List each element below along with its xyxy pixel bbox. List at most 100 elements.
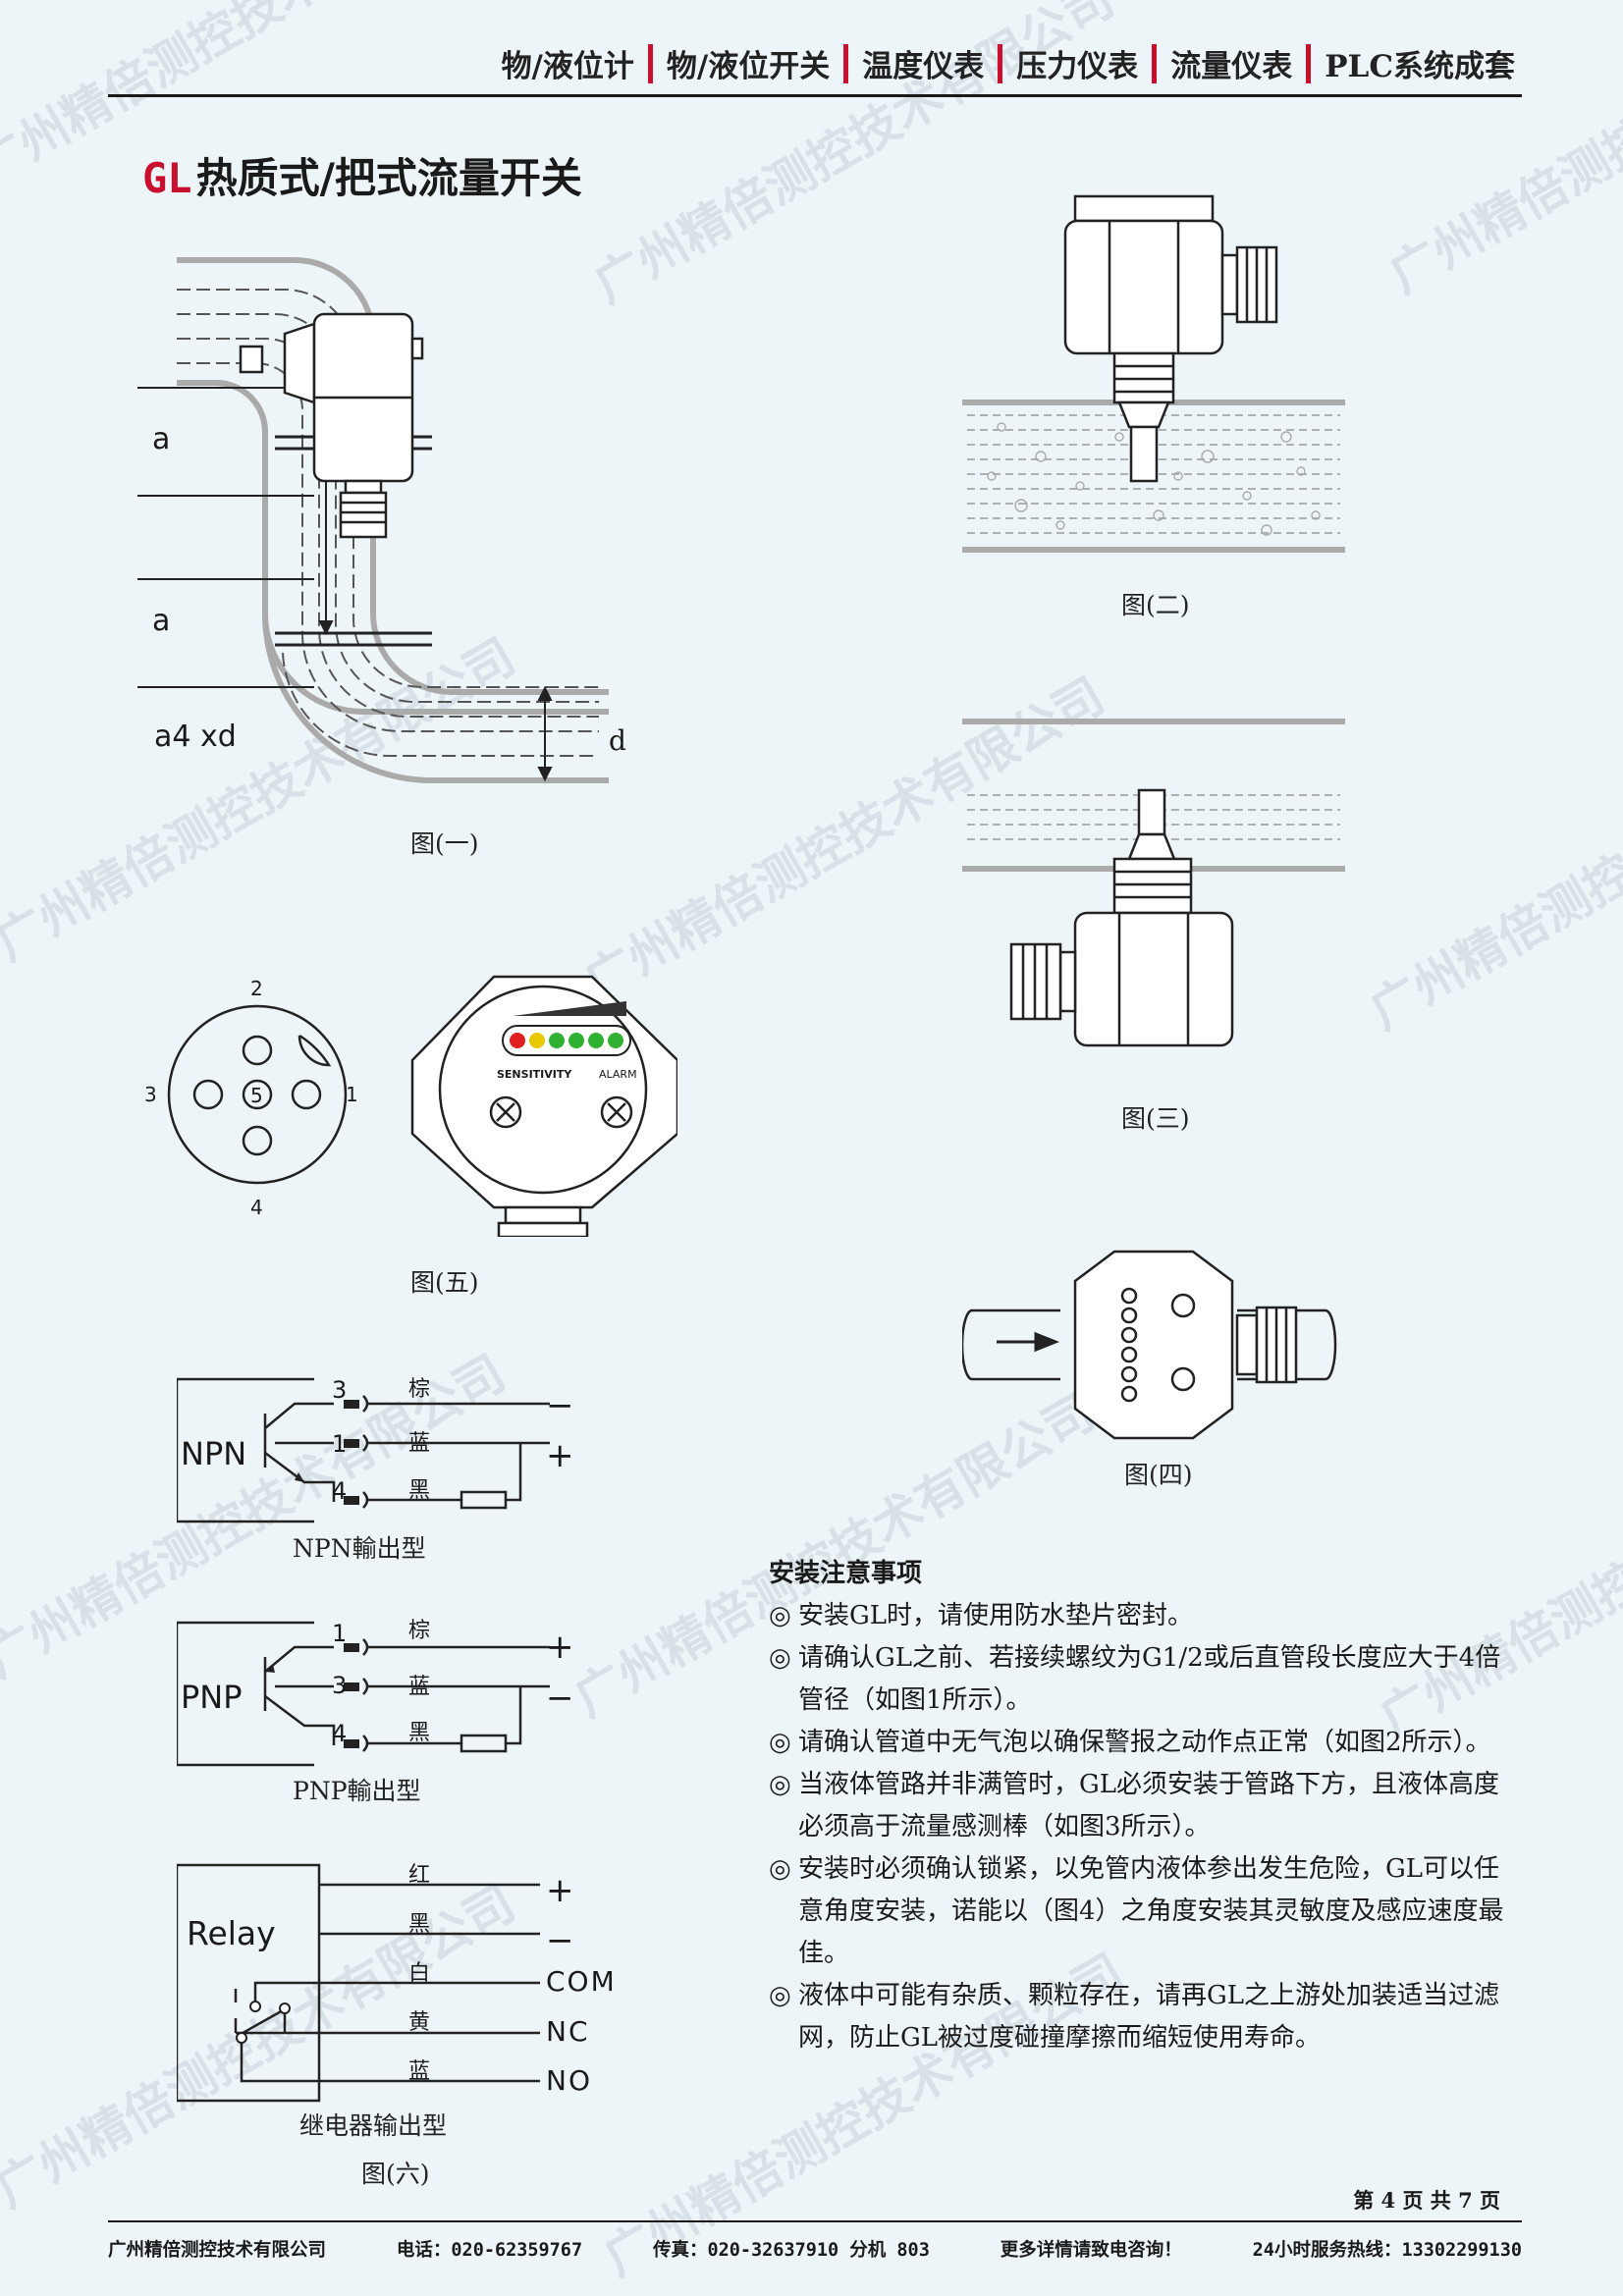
fig1-caption: 图(一): [410, 829, 479, 858]
nav-separator: [998, 43, 1003, 83]
relay-terminal-nc: NC: [546, 2015, 590, 2048]
fig1-label-a-bottom: a: [152, 604, 171, 638]
title-prefix: GL: [142, 154, 192, 202]
npn-pin-4: 4: [332, 1477, 348, 1505]
note-item: ◎安装GL时，请使用防水垫片密封。: [769, 1595, 1515, 1637]
note-item: ◎当液体管路并非满管时，GL必须安装于管路下方，且液体高度必须高于流量感测棒（如…: [769, 1764, 1515, 1848]
pnp-pin-3: 3: [332, 1672, 348, 1699]
footer-consult: 更多详情请致电咨询！: [1000, 2240, 1182, 2261]
relay-terminal-plus: +: [546, 1871, 574, 1910]
fig4-caption: 图(四): [1124, 1461, 1193, 1489]
npn-pin-3: 3: [332, 1376, 348, 1404]
relay-wire-black: 黑: [408, 1912, 431, 1937]
pnp-wire-black: 黑: [408, 1721, 431, 1745]
npn-wire-blue: 蓝: [408, 1431, 431, 1456]
relay-wire-white: 白: [408, 1961, 431, 1986]
page-number: 第 4 页 共 7 页: [1353, 2188, 1500, 2213]
relay-wiring-diagram: [177, 1863, 540, 2103]
footer-fax: 传真：020-32637910 分机 803: [652, 2240, 930, 2261]
pnp-wire-brown: 棕: [408, 1619, 431, 1643]
footer-phone: 电话：020-62359767: [396, 2240, 583, 2261]
panel-alarm-label: ALARM: [599, 1068, 637, 1081]
panel-sensitivity-label: SENSITIVITY: [497, 1068, 572, 1081]
pnp-minus: −: [546, 1679, 574, 1718]
pnp-pin-4: 4: [332, 1720, 348, 1747]
pin-label-5: 5: [250, 1084, 263, 1107]
nav-item-flow: 流量仪表: [1170, 49, 1293, 84]
fig6-caption: 图(六): [361, 2160, 430, 2188]
pnp-plus: +: [546, 1628, 574, 1667]
note-text: 当液体管路并非满管时，GL必须安装于管路下方，且液体高度必须高于流量感测棒（如图…: [798, 1770, 1500, 1842]
relay-terminal-minus: −: [546, 1921, 574, 1960]
nav-separator: [647, 43, 653, 83]
npn-pin-1: 1: [332, 1430, 348, 1458]
fig1-label-a-top: a: [152, 422, 171, 456]
figure-4-diagram: [962, 1250, 1337, 1440]
installation-notes: 安装注意事项 ◎安装GL时，请使用防水垫片密封。 ◎请确认GL之前、若接续螺纹为…: [769, 1553, 1515, 2059]
relay-wire-blue: 蓝: [408, 2059, 431, 2084]
note-item: ◎请确认GL之前、若接续螺纹为G1/2或后直管段长度应大于4倍管径（如图1所示）…: [769, 1637, 1515, 1722]
note-text: 安装时必须确认锁紧，以免管内液体参出发生危险，GL可以任意角度安装，诺能以（图4…: [798, 1854, 1504, 1968]
page-title: GL热质式/把式流量开关: [142, 145, 582, 205]
footer-hotline: 24小时服务热线：13302299130: [1252, 2240, 1522, 2261]
footer-rule: [108, 2220, 1522, 2222]
footer: 广州精倍测控技术有限公司 电话：020-62359767 传真：020-3263…: [108, 2236, 1522, 2262]
note-text: 液体中可能有杂质、颗粒存在，请再GL之上游处加装适当过滤网，防止GL被过度碰撞摩…: [798, 1981, 1500, 2053]
fig1-label-formula: a4 xd: [154, 720, 237, 754]
nav-item-level-switch: 物/液位开关: [666, 49, 831, 84]
note-item: ◎请确认管道中无气泡以确保警报之动作点正常（如图2所示）。: [769, 1722, 1515, 1764]
figure-1-diagram: [137, 257, 609, 783]
pin-label-4: 4: [250, 1196, 263, 1219]
fig1-label-d: d: [609, 724, 626, 757]
relay-wire-yellow: 黄: [408, 2010, 431, 2035]
relay-wire-red: 红: [408, 1863, 431, 1888]
figure-3-diagram: [962, 719, 1345, 1047]
note-item: ◎安装时必须确认锁紧，以免管内液体参出发生危险，GL可以任意角度安装，诺能以（图…: [769, 1848, 1515, 1975]
npn-box-label: NPN: [181, 1435, 247, 1472]
note-item: ◎液体中可能有杂质、颗粒存在，请再GL之上游处加装适当过滤网，防止GL被过度碰撞…: [769, 1975, 1515, 2059]
note-bullet: ◎: [769, 1981, 791, 2010]
pnp-wiring-diagram: [177, 1621, 550, 1767]
nav-separator: [843, 43, 849, 83]
pin-label-2: 2: [250, 977, 263, 1000]
npn-minus: −: [546, 1386, 574, 1425]
header-rule: [108, 94, 1522, 97]
fig3-caption: 图(三): [1121, 1104, 1190, 1133]
nav-separator: [1152, 43, 1158, 83]
pnp-wire-blue: 蓝: [408, 1675, 431, 1699]
fig5-caption: 图(五): [410, 1268, 479, 1297]
relay-terminal-no: NO: [546, 2064, 592, 2097]
note-bullet: ◎: [769, 1643, 791, 1673]
nav-item-temperature: 温度仪表: [862, 49, 985, 84]
header-nav: 物/液位计 物/液位开关 温度仪表 压力仪表 流量仪表 PLC系统成套: [502, 41, 1515, 85]
npn-wire-black: 黑: [408, 1478, 431, 1503]
title-text: 热质式/把式流量开关: [195, 154, 582, 202]
pnp-box-label: PNP: [181, 1679, 243, 1716]
npn-wire-brown: 棕: [408, 1377, 431, 1402]
note-text: 请确认GL之前、若接续螺纹为G1/2或后直管段长度应大于4倍管径（如图1所示）。: [798, 1643, 1501, 1715]
npn-caption: NPN輸出型: [293, 1534, 426, 1563]
note-text: 安装GL时，请使用防水垫片密封。: [798, 1601, 1194, 1630]
npn-wiring-diagram: [177, 1377, 550, 1523]
relay-caption: 继电器输出型: [299, 2111, 448, 2140]
note-bullet: ◎: [769, 1854, 791, 1884]
nav-item-plc: PLC系统成套: [1325, 49, 1515, 84]
npn-plus: +: [546, 1436, 574, 1475]
fig2-caption: 图(二): [1121, 591, 1190, 619]
note-text: 请确认管道中无气泡以确保警报之动作点正常（如图2所示）。: [798, 1728, 1491, 1757]
pin-label-3: 3: [144, 1083, 157, 1106]
nav-separator: [1306, 43, 1312, 83]
notes-title: 安装注意事项: [769, 1559, 923, 1588]
relay-terminal-com: COM: [546, 1965, 617, 1998]
pnp-caption: PNP輸出型: [293, 1777, 421, 1805]
figure-2-diagram: [962, 194, 1345, 553]
pin-label-1: 1: [346, 1083, 358, 1106]
footer-company: 广州精倍测控技术有限公司: [108, 2240, 327, 2261]
pnp-pin-1: 1: [332, 1620, 348, 1647]
watermark: 广州精倍测控技术有限公司: [1360, 696, 1623, 1041]
relay-box-label: Relay: [187, 1914, 276, 1952]
nav-item-pressure: 压力仪表: [1016, 49, 1139, 84]
nav-item-level-meter: 物/液位计: [501, 49, 634, 84]
note-bullet: ◎: [769, 1770, 791, 1799]
note-bullet: ◎: [769, 1728, 791, 1757]
